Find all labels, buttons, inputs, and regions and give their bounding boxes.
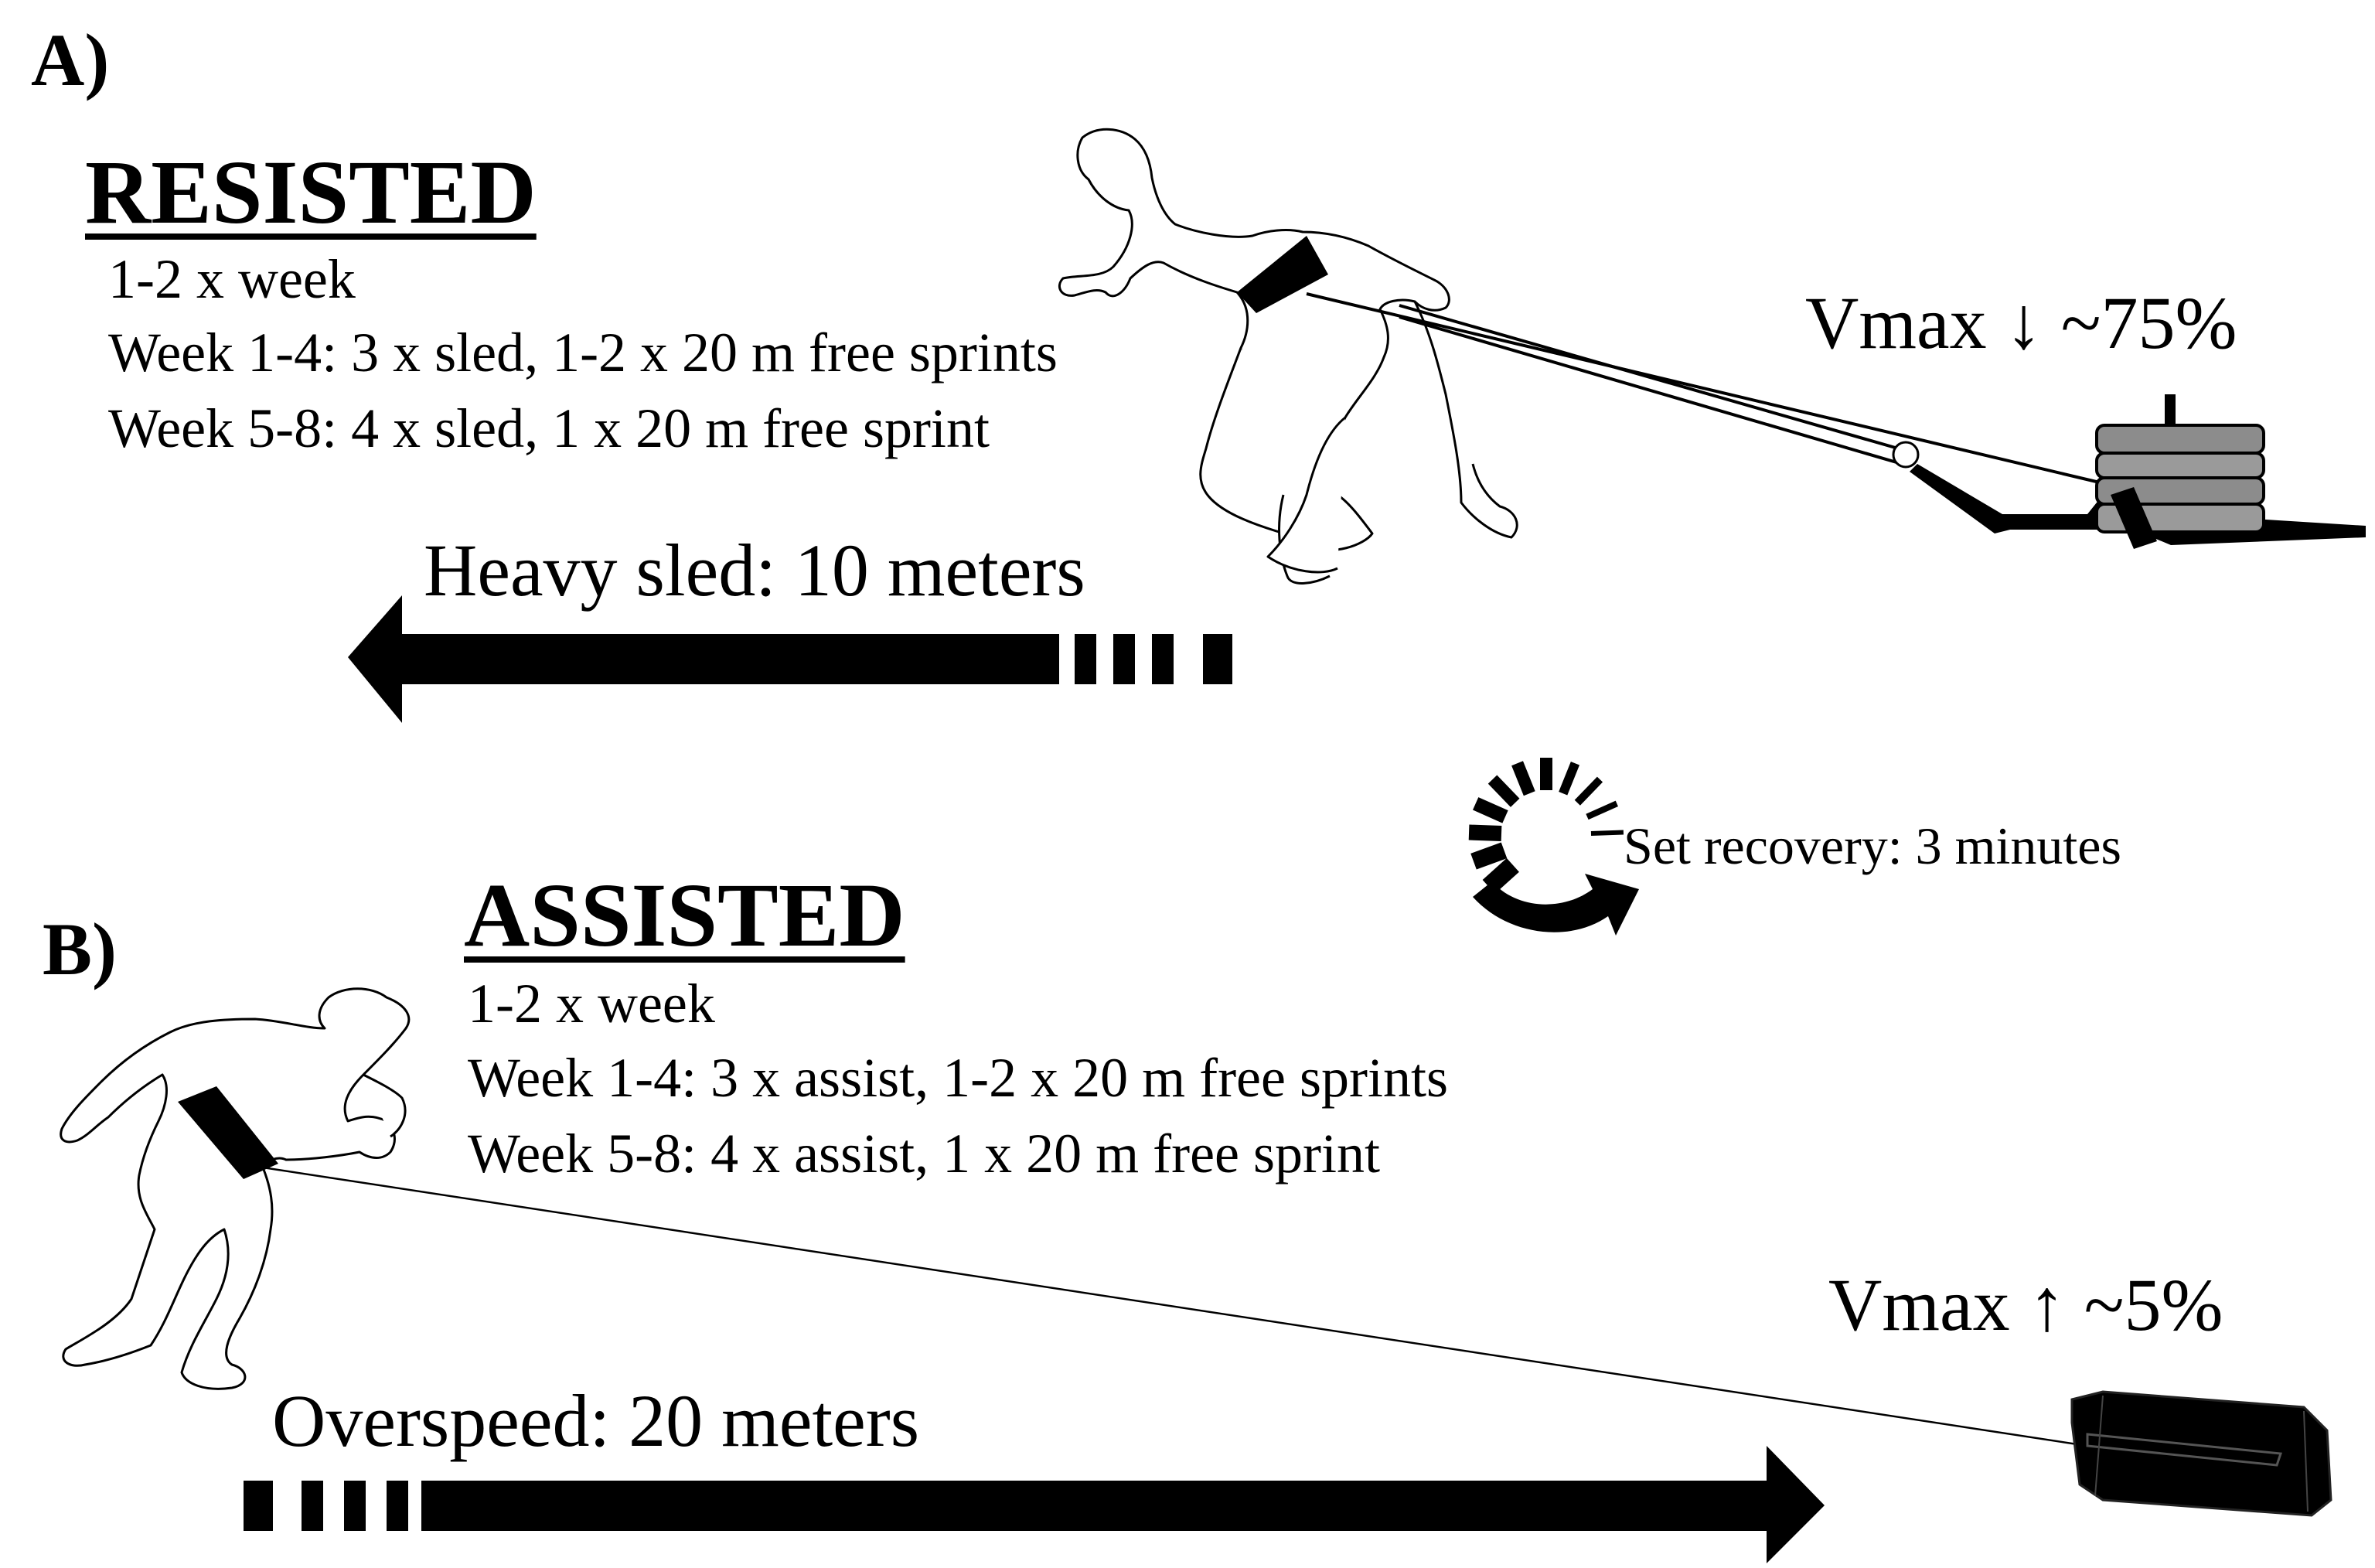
resisted-week-5-8: Week 5-8: 4 x sled, 1 x 20 m free sprint [108, 397, 990, 459]
assist-tow-line [262, 1166, 2088, 1447]
resisted-frequency: 1-2 x week [108, 248, 356, 310]
assisted-title: ASSISTED [464, 864, 905, 966]
resisted-week-1-4: Week 1-4: 3 x sled, 1-2 x 20 m free spri… [108, 322, 1058, 383]
assisted-vmax-label: Vmax ↑ ~5% [1828, 1263, 2223, 1346]
panel-a-label: A) [31, 19, 110, 101]
heavy-sled-distance-label: Heavy sled: 10 meters [424, 529, 1085, 612]
set-recovery-label: Set recovery: 3 minutes [1624, 816, 2121, 875]
resisted-belt [1237, 236, 1328, 313]
overspeed-device-icon [2070, 1390, 2332, 1517]
assisted-week-5-8: Week 5-8: 4 x assist, 1 x 20 m free spri… [468, 1123, 1380, 1185]
panel-b-label: B) [43, 908, 117, 990]
assisted-direction-arrow [244, 1446, 1825, 1563]
assisted-sprinter-figure [60, 987, 411, 1390]
resisted-direction-arrow [348, 595, 1232, 723]
resisted-title: RESISTED [85, 141, 537, 243]
assisted-belt [178, 1086, 278, 1179]
resisted-sprinter-figure [1058, 128, 1518, 585]
assisted-frequency: 1-2 x week [468, 973, 715, 1035]
rope-ring [1892, 441, 1920, 469]
weighted-sled-icon [1910, 394, 2366, 549]
recovery-cycle-icon [1468, 758, 1639, 936]
resisted-vmax-label: Vmax ↓ ~75% [1805, 281, 2237, 364]
assisted-week-1-4: Week 1-4: 3 x assist, 1-2 x 20 m free sp… [468, 1047, 1448, 1109]
overspeed-distance-label: Overspeed: 20 meters [272, 1379, 920, 1462]
sled-tow-rope [1306, 292, 2104, 485]
